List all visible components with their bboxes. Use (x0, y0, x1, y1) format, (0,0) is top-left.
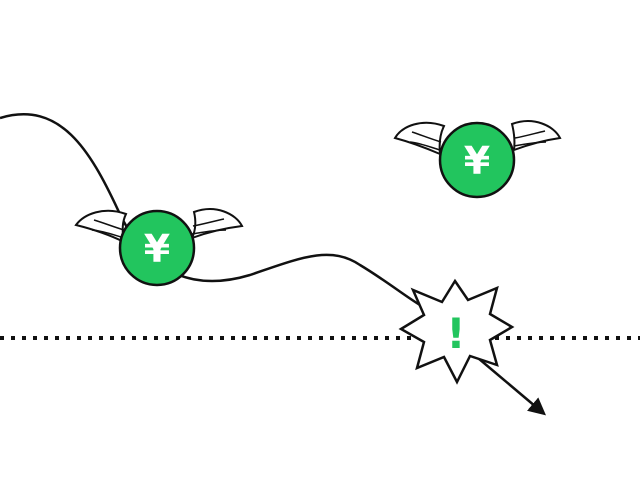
left-wing-icon (393, 121, 446, 156)
left-wing-icon (74, 209, 128, 244)
winged-yen-coin-left: ¥ (74, 208, 244, 287)
alert-exclamation: ! (446, 309, 465, 358)
trend-line (0, 113, 421, 307)
coin-body (118, 209, 196, 287)
yen-symbol-left: ¥ (144, 227, 170, 271)
down-arrow (477, 357, 547, 416)
burst-icon (398, 278, 515, 385)
right-wing-icon (189, 208, 244, 240)
yen-symbol-right: ¥ (464, 139, 490, 183)
alert-burst: ! (398, 278, 515, 385)
coin-body (438, 121, 516, 199)
right-wing-icon (510, 120, 562, 152)
winged-yen-coin-right: ¥ (393, 120, 562, 199)
